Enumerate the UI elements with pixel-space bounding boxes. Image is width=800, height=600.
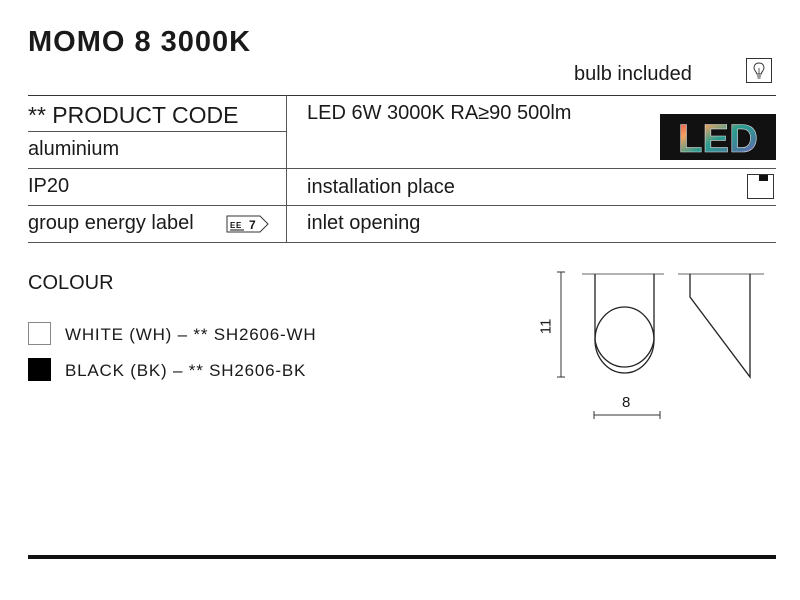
side-view-body (689, 274, 751, 379)
energy-class-icon: E E 7 (226, 214, 270, 239)
group-energy-label: group energy label (28, 212, 194, 234)
energy-class-letter-sub: E (236, 221, 242, 230)
colour-heading: COLOUR (28, 272, 114, 294)
product-title: MOMO 8 3000K (28, 26, 252, 58)
lightbulb-icon (746, 58, 772, 83)
height-dimension-label: 11 (537, 318, 555, 335)
table-column-divider (286, 95, 287, 242)
energy-class-letter: E (230, 221, 236, 230)
light-source-value: LED 6W 3000K RA≥90 500lm (307, 102, 572, 124)
led-badge-text: LED (678, 117, 758, 160)
ceiling-mount-icon (747, 174, 774, 199)
technical-drawing (530, 262, 780, 427)
ip-rating-value: IP20 (28, 175, 70, 197)
table-bottom-rule (28, 242, 776, 243)
width-dimension-label: 8 (622, 394, 631, 411)
table-row-divider (28, 205, 776, 206)
white-variant-label: WHITE (WH) – ** SH2606-WH (65, 325, 317, 344)
black-variant-label: BLACK (BK) – ** SH2606-BK (65, 361, 307, 380)
white-colour-swatch (28, 322, 51, 345)
energy-class-number: 7 (249, 218, 256, 232)
table-top-rule (28, 95, 776, 96)
table-row-divider (28, 168, 776, 169)
product-code-label: ** PRODUCT CODE (28, 102, 239, 128)
front-view-opening (594, 306, 655, 374)
bulb-included-label: bulb included (574, 63, 692, 85)
material-value: aluminium (28, 138, 120, 160)
black-colour-swatch (28, 358, 51, 381)
inlet-opening-label: inlet opening (307, 212, 421, 234)
table-row-divider (28, 131, 286, 132)
footer-rule (28, 555, 776, 559)
installation-place-label: installation place (307, 176, 455, 198)
led-badge: LED (660, 114, 776, 161)
front-view-body (594, 274, 655, 368)
